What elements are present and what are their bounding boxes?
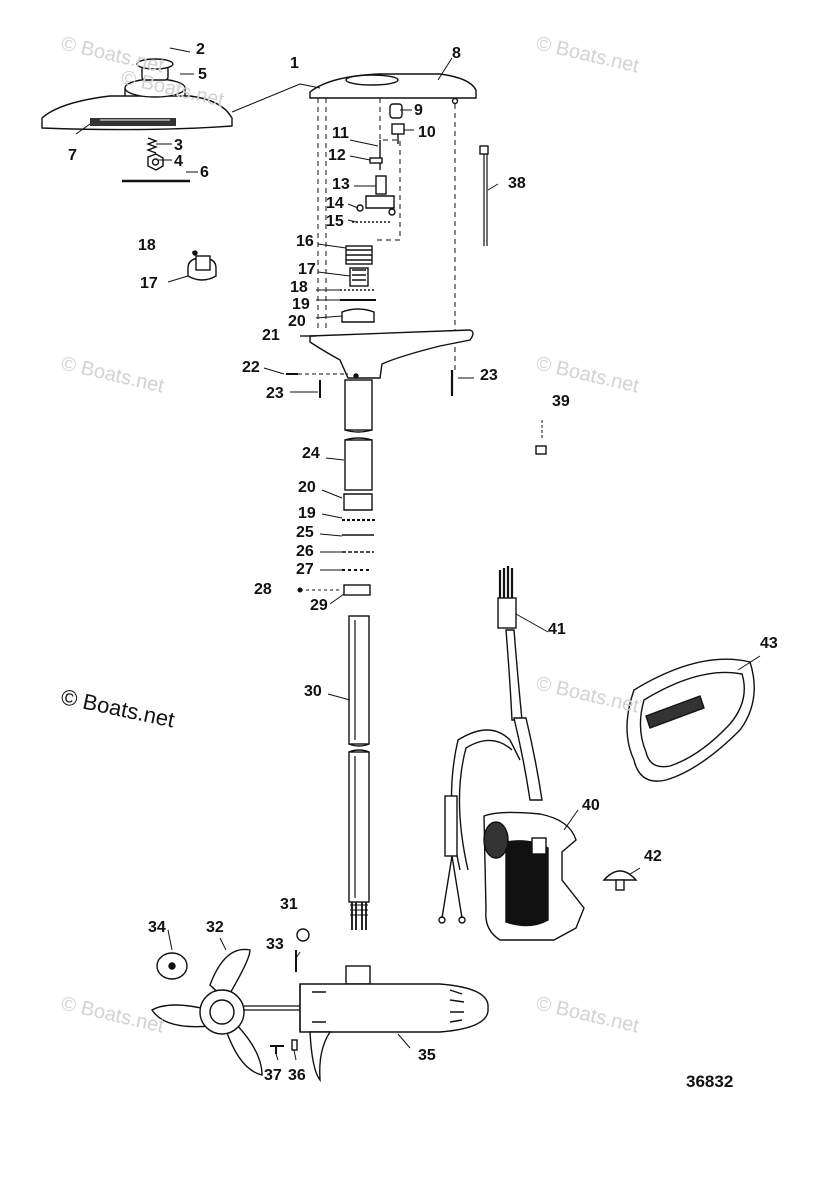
callout-label: 37 [264, 1067, 282, 1084]
callout-label: 26 [296, 543, 314, 560]
callout-label: 33 [266, 936, 284, 953]
lower-shaft-tube [348, 615, 370, 930]
callout-label: 36 [288, 1067, 306, 1084]
callout-label: 12 [328, 147, 346, 164]
potentiometer-parts [352, 140, 396, 223]
foot-pedal-cable [438, 566, 585, 941]
callout-label: 17 [298, 261, 316, 278]
callout-label: 23 [266, 385, 284, 402]
callout-label: 30 [304, 683, 322, 700]
mount-bracket [300, 329, 474, 379]
callout-label: 25 [296, 524, 314, 541]
upper-shaft [344, 379, 373, 491]
callout-label: 10 [418, 124, 436, 141]
callout-label: 14 [326, 195, 344, 212]
motor-housing [299, 965, 489, 1083]
gear-stack [340, 245, 376, 323]
callout-label: 17 [140, 275, 158, 292]
callout-label: 41 [548, 621, 566, 638]
propeller [151, 928, 310, 1076]
knob-17 [187, 250, 217, 281]
leader-lines [75, 47, 761, 1061]
callout-label: 29 [310, 597, 328, 614]
callout-label: 23 [480, 367, 498, 384]
callout-label: 7 [68, 147, 77, 164]
callout-label: 20 [288, 313, 306, 330]
callout-label: 32 [206, 919, 224, 936]
callout-label: 24 [302, 445, 320, 462]
knob-42 [602, 870, 638, 891]
callout-label: 43 [760, 635, 778, 652]
callout-label: 20 [298, 479, 316, 496]
callout-label: 11 [332, 125, 349, 142]
callout-label: 39 [552, 393, 570, 410]
callout-label: 27 [296, 561, 314, 578]
callout-label: 18 [138, 237, 156, 254]
assembly-lines [317, 98, 456, 370]
callout-label: 21 [262, 327, 280, 344]
callout-label: 13 [332, 176, 350, 193]
callout-label: 16 [296, 233, 314, 250]
switch-parts [389, 103, 405, 144]
callout-label: 9 [414, 102, 423, 119]
callout-label: 18 [290, 279, 308, 296]
head-knob [124, 58, 186, 98]
callout-label: 34 [148, 919, 166, 936]
callout-label: 15 [326, 213, 344, 230]
callout-label: 3 [174, 137, 183, 154]
callout-label: 40 [582, 797, 600, 814]
callout-label: 4 [174, 153, 183, 170]
callout-label: 38 [508, 175, 526, 192]
spring-nut-washer [122, 137, 190, 183]
figure-id: 36832 [686, 1072, 734, 1091]
callout-label: 42 [644, 848, 662, 865]
callout-label: 28 [254, 581, 272, 598]
callout-label: 19 [292, 296, 310, 313]
callout-label: 6 [200, 164, 209, 181]
collar-stack [297, 493, 376, 596]
callout-label: 2 [196, 41, 205, 58]
callout-label: 35 [418, 1047, 436, 1064]
strap [626, 658, 755, 782]
callout-label: 22 [242, 359, 260, 376]
callout-label: 1 [290, 55, 299, 72]
top-cover [309, 73, 477, 105]
callout-label: 19 [298, 505, 316, 522]
control-head-base [41, 95, 233, 131]
callout-label: 8 [452, 45, 461, 62]
screws [286, 370, 454, 398]
callout-label: 5 [198, 66, 207, 83]
callout-label: 31 [280, 896, 298, 913]
small-part-39 [535, 420, 547, 455]
cable-tie [479, 145, 489, 246]
